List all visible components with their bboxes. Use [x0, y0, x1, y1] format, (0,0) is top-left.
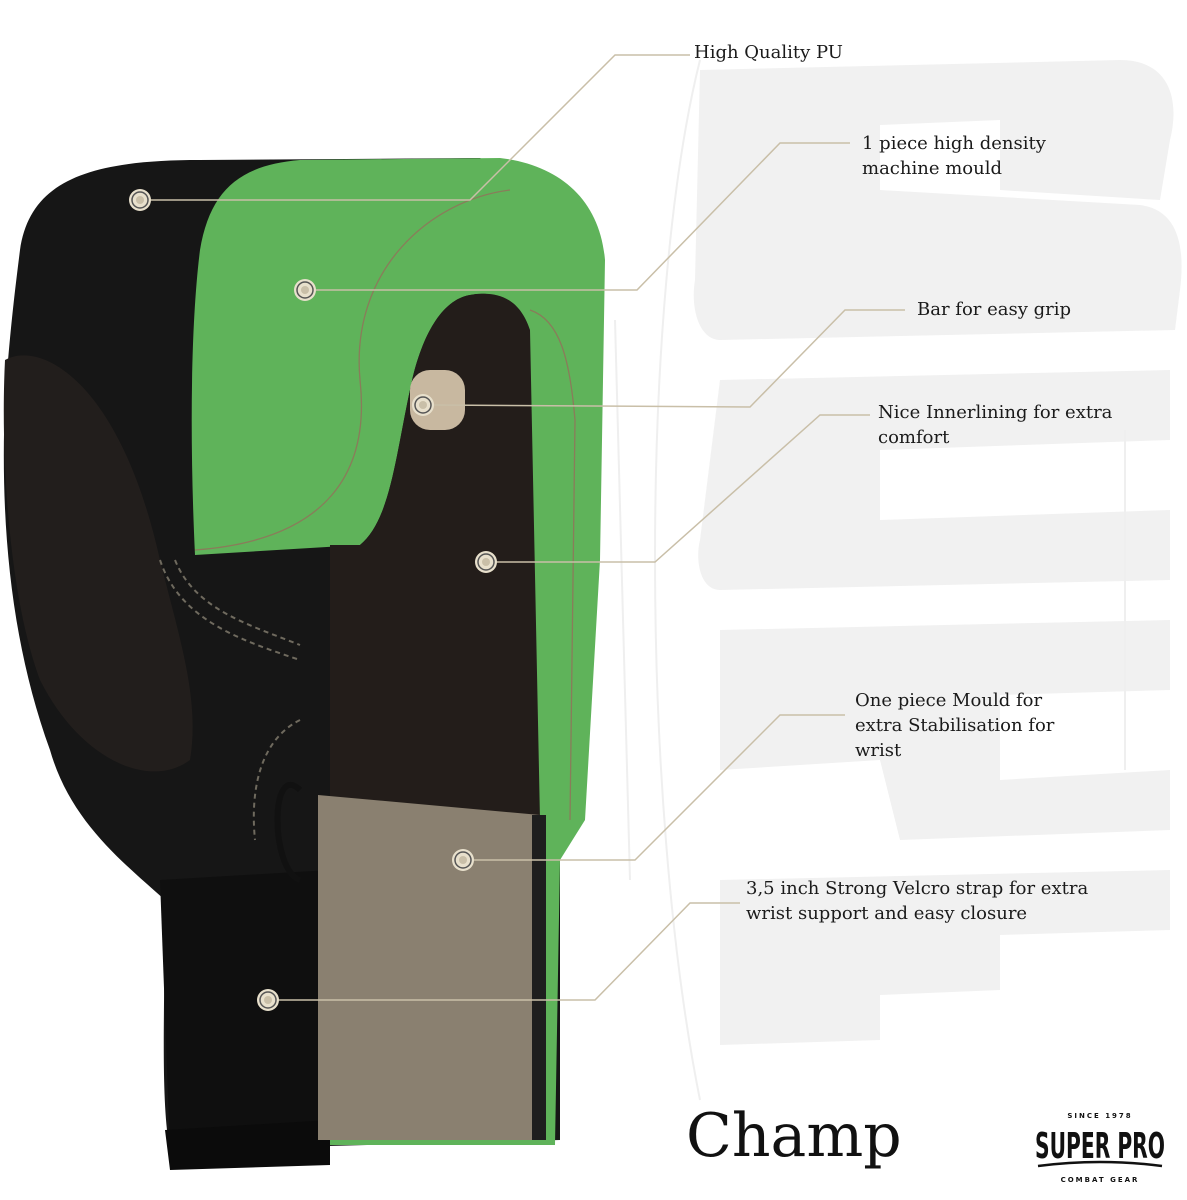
callout-label-1: High Quality PU	[694, 42, 843, 63]
callout-line-4	[496, 414, 870, 563]
callout-marker-2	[294, 279, 316, 301]
watermark-letter-u	[698, 370, 1170, 590]
callout-line-1	[150, 54, 690, 201]
callout-marker-4	[475, 551, 497, 573]
inner-lining	[330, 293, 540, 821]
glove-cuff-bottom	[165, 1120, 330, 1170]
wrist-mould	[318, 795, 545, 1140]
callout-markers	[129, 189, 497, 1011]
glove-thumb	[3, 355, 193, 772]
callout-label-3: Bar for easy grip	[917, 299, 1072, 320]
callout-marker-6	[257, 989, 279, 1011]
callout-line-5	[473, 714, 845, 861]
logo-since: SINCE 1978	[1067, 1112, 1132, 1120]
callout-label-2: 1 piece high density machine mould	[862, 133, 1046, 179]
callout-line-3	[432, 309, 905, 408]
product-name: Champ	[686, 1101, 902, 1171]
watermark-tagline-band	[614, 319, 631, 881]
wrist-mould-edge	[532, 815, 546, 1140]
logo-swoosh	[1037, 1160, 1163, 1168]
logo-tagline: COMBAT GEAR	[1061, 1176, 1140, 1184]
glove-palm-stitch	[159, 559, 301, 841]
callout-marker-5	[452, 849, 474, 871]
strap-loop	[274, 782, 303, 883]
callout-label-4: Nice Innerlining for extra comfort	[878, 402, 1113, 448]
mould-contour	[194, 189, 576, 821]
watermark-letter-p	[720, 620, 1170, 840]
brand-logo-graphic: SINCE 1978 SUPER PRO COMBAT GEAR	[1035, 1112, 1165, 1184]
callout-marker-3	[412, 394, 434, 416]
brand-logo: SINCE 1978 SUPER PRO COMBAT GEAR	[1030, 1108, 1170, 1188]
callout-line-2	[315, 142, 850, 291]
watermark-letter-e	[720, 870, 1170, 1045]
callout-marker-1	[129, 189, 151, 211]
logo-brand: SUPER PRO	[1035, 1126, 1165, 1167]
callout-line-6	[278, 902, 740, 1001]
callout-label-6: 3,5 inch Strong Velcro strap for extra w…	[746, 878, 1089, 924]
watermark-letter-s	[693, 60, 1182, 340]
watermark-curve	[654, 59, 701, 1101]
velcro-strap	[160, 870, 330, 1150]
green-mould	[191, 158, 605, 1145]
callout-label-5: One piece Mould for extra Stabilisation …	[855, 690, 1055, 761]
